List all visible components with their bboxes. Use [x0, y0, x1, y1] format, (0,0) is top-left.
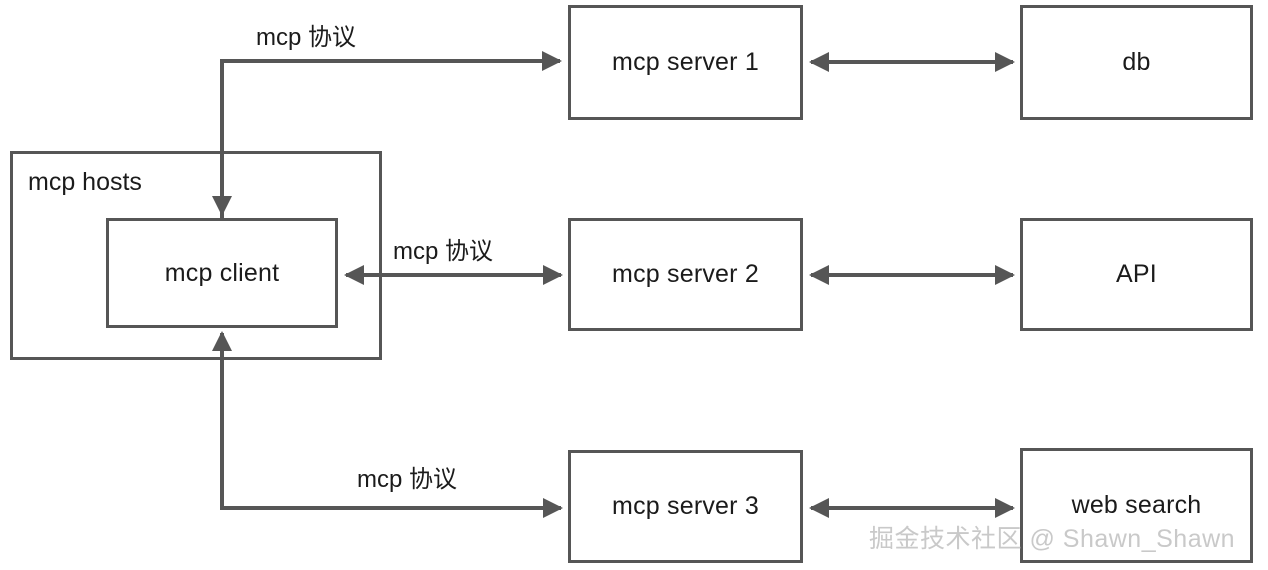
node-api-label: API — [1116, 260, 1157, 288]
node-db[interactable]: db — [1020, 5, 1253, 120]
node-mcp-server-1-label: mcp server 1 — [612, 48, 759, 76]
node-api[interactable]: API — [1020, 218, 1253, 331]
node-db-label: db — [1122, 48, 1151, 76]
node-mcp-client-label: mcp client — [164, 258, 280, 287]
group-mcp-hosts-label: mcp hosts — [28, 168, 142, 196]
edge-label-top: mcp 协议 — [256, 24, 357, 51]
edge-label-middle: mcp 协议 — [393, 238, 494, 265]
node-mcp-server-2[interactable]: mcp server 2 — [568, 218, 803, 331]
node-web-search[interactable]: web search — [1020, 448, 1253, 563]
node-mcp-server-1[interactable]: mcp server 1 — [568, 5, 803, 120]
node-mcp-server-2-label: mcp server 2 — [612, 260, 759, 288]
group-mcp-hosts[interactable] — [10, 151, 382, 360]
node-web-search-label: web search — [1071, 491, 1202, 519]
edge-label-bottom: mcp 协议 — [357, 466, 458, 493]
node-mcp-server-3-label: mcp server 3 — [612, 492, 759, 520]
node-mcp-server-3[interactable]: mcp server 3 — [568, 450, 803, 563]
node-mcp-client[interactable]: mcp client — [106, 218, 338, 328]
